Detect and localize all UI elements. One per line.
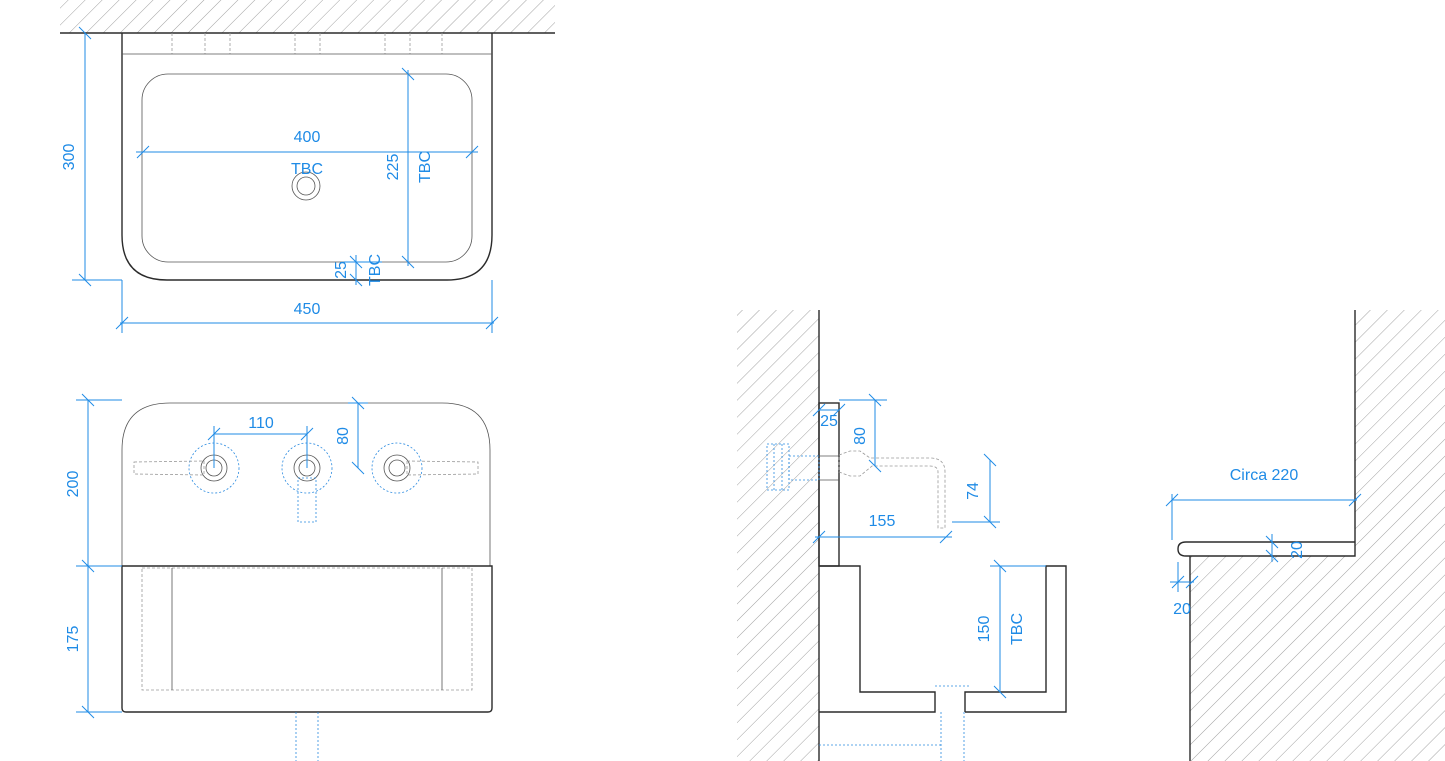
shelf-detail: Circa 220 20 20 — [1165, 310, 1445, 761]
front-basin-outline — [121, 565, 493, 713]
plan-waste-outlet — [291, 171, 321, 201]
side-bowl-depth-tbc-label: TBC — [1009, 613, 1026, 645]
plan-rim-offset-tbc-label: TBC — [367, 254, 384, 286]
shelf-wall-hatch-below — [1190, 556, 1355, 761]
front-tap-height-label: 80 — [335, 427, 352, 445]
side-bowl-depth-label: 150 — [976, 616, 993, 643]
plan-bowl-outline — [141, 73, 473, 263]
front-bowl-ghost — [141, 567, 473, 691]
shelf-front-offset-label: 20 — [1173, 601, 1191, 618]
front-basin-height-label: 175 — [65, 626, 82, 653]
front-view: 110 80 200 175 — [65, 393, 493, 761]
plan-bowl-depth-tbc-label: TBC — [417, 151, 434, 183]
side-spout-height-label: 80 — [852, 427, 869, 445]
front-upstand-height-label: 200 — [65, 471, 82, 498]
front-tap-spacing-label: 110 — [248, 415, 274, 432]
plan-bowl-width-label: 400 — [294, 129, 321, 146]
plan-basin-outline — [121, 33, 493, 281]
side-spout — [838, 450, 946, 529]
plan-rim-offset-label: 25 — [333, 261, 350, 279]
plan-waste-tbc-label: TBC — [291, 161, 323, 178]
shelf-profile — [1177, 310, 1356, 761]
plan-overall-width-label: 450 — [294, 301, 321, 318]
plan-wall-hatch — [60, 0, 555, 33]
side-basin-section — [819, 565, 1067, 713]
side-spout-drop-label: 74 — [965, 482, 982, 500]
front-right-tap — [371, 442, 479, 494]
shelf-wall-hatch-right — [1355, 310, 1445, 761]
side-backplate-depth-label: 25 — [820, 413, 838, 430]
front-left-tap — [133, 442, 240, 494]
side-wall-hatch — [737, 310, 819, 761]
plan-backrail-ghost — [122, 33, 492, 55]
shelf-projection-label: Circa 220 — [1230, 467, 1299, 484]
front-upstand-outline — [121, 402, 491, 566]
plan-waste-inner — [296, 176, 316, 196]
plan-overall-depth-label: 300 — [61, 144, 78, 171]
plan-bowl-depth-label: 225 — [385, 154, 402, 181]
plan-view: 300 450 400 TBC 225 TBC 25 TBC — [60, 0, 555, 333]
side-spout-projection-label: 155 — [869, 513, 896, 530]
shelf-thickness-label: 20 — [1289, 541, 1306, 559]
side-section: 25 80 74 155 150 TBC — [737, 310, 1067, 761]
